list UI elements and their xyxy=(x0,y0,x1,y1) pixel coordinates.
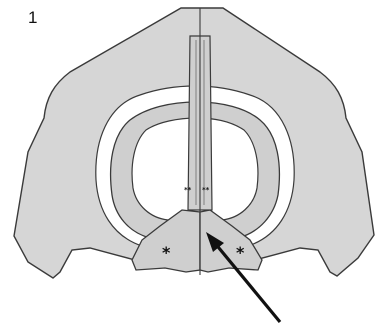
double-asterisk-left: ** xyxy=(184,186,192,194)
double-asterisk-right: ** xyxy=(202,186,210,194)
asterisk-left: * xyxy=(162,243,171,262)
asterisk-right: * xyxy=(236,243,245,262)
